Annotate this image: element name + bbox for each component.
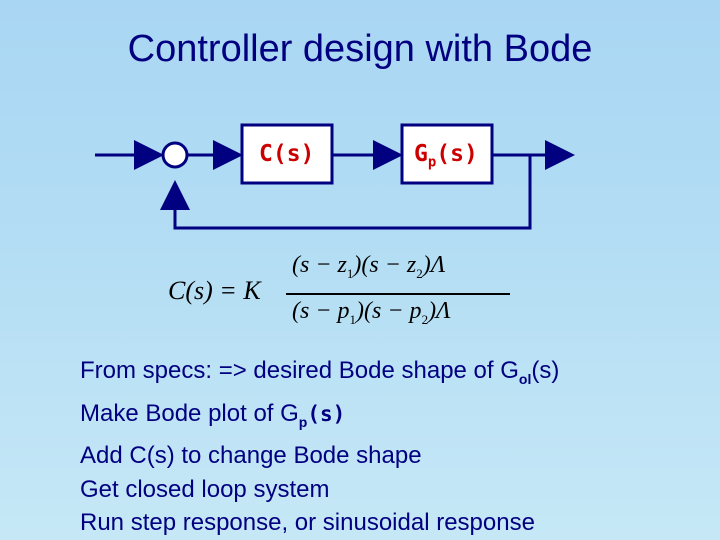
plant-label-base: G xyxy=(414,141,428,167)
step-list: From specs: => desired Bode shape of Gol… xyxy=(80,354,559,540)
num-part: (s − z xyxy=(292,252,347,278)
list-item: Make Bode plot of Gp(s) xyxy=(80,397,559,440)
controller-formula: C(s) = K (s − z1)(s − z2)Λ (s − p1)(s − … xyxy=(160,250,520,340)
controller-label: C(s) xyxy=(259,141,315,167)
summing-junction xyxy=(161,141,189,169)
num-sub: 1 xyxy=(346,265,354,281)
num-part: )(s − z xyxy=(353,252,417,278)
item-text: Make Bode plot of xyxy=(80,399,281,427)
controller-block xyxy=(240,123,334,185)
list-item: Add C(s) to change Bode shape xyxy=(80,442,422,469)
item-text: (s) xyxy=(307,401,346,426)
plant-label: Gp(s) xyxy=(414,141,478,171)
den-sub: 1 xyxy=(349,311,357,327)
num-part: )Λ xyxy=(422,252,446,278)
plant-label-tail: (s) xyxy=(436,141,478,167)
feedback-path xyxy=(160,155,532,230)
item-text: (s) xyxy=(531,357,560,384)
slide-title: Controller design with Bode xyxy=(127,28,593,70)
plant-block xyxy=(400,123,494,185)
list-item: From specs: => desired Bode shape of Gol… xyxy=(80,354,559,397)
formula-numerator: (s − z1)(s − z2)Λ xyxy=(292,252,445,282)
den-part: )Λ xyxy=(428,298,451,324)
formula-denominator: (s − p1)(s − p2)Λ xyxy=(292,298,451,328)
fraction-bar xyxy=(286,293,510,295)
item-sub: ol xyxy=(518,371,532,387)
item-sub: p xyxy=(298,413,308,430)
formula-lhs: C(s) = K xyxy=(168,276,261,305)
den-part: (s − p xyxy=(292,298,350,324)
item-text: G xyxy=(280,399,299,427)
den-part: )(s − p xyxy=(356,298,422,324)
num-sub: 2 xyxy=(416,265,423,281)
item-text: From specs: => desired Bode shape of G xyxy=(80,357,519,384)
list-item: Run step response, or sinusoidal respons… xyxy=(80,509,535,536)
plant-label-sub: p xyxy=(427,154,437,171)
den-sub: 2 xyxy=(421,311,429,327)
list-item: Get closed loop system xyxy=(80,475,330,503)
